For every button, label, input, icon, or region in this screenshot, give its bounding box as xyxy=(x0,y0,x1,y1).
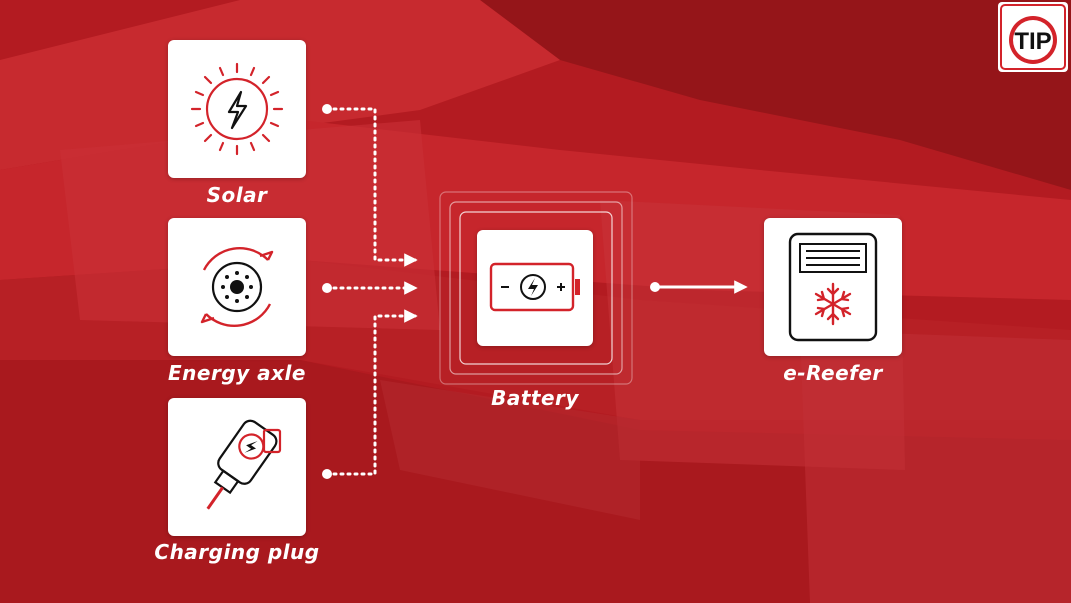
charging-plug-label: Charging plug xyxy=(154,540,320,564)
axle-connector-dot xyxy=(322,283,332,293)
battery-output-dot xyxy=(650,282,660,292)
solar-label: Solar xyxy=(206,183,268,207)
sun-bolt-icon xyxy=(190,62,284,156)
solar-connector-dot xyxy=(322,104,332,114)
battery-inner-frame xyxy=(459,211,613,365)
refrigeration-unit-icon xyxy=(788,232,878,342)
e-reefer-tile xyxy=(764,218,902,356)
tip-logo: TIP xyxy=(998,2,1068,72)
battery-bolt-icon xyxy=(489,262,580,312)
ev-charging-plug-icon xyxy=(206,419,282,510)
plug-connector xyxy=(325,309,418,476)
logo-text: TIP xyxy=(1014,28,1051,55)
battery-middle-frame xyxy=(449,201,623,375)
battery-outer-frame xyxy=(439,191,633,385)
solar-connector xyxy=(325,107,418,267)
energy-axle-tile xyxy=(168,218,306,356)
energy-axle-label: Energy axle xyxy=(168,361,306,385)
wheel-rotation-icon xyxy=(200,247,274,327)
battery-label: Battery xyxy=(491,386,579,410)
battery-tile xyxy=(477,230,593,346)
plug-connector-dot xyxy=(322,469,332,479)
charging-plug-tile xyxy=(168,398,306,536)
e-reefer-label: e-Reefer xyxy=(783,361,883,385)
solar-tile xyxy=(168,40,306,178)
